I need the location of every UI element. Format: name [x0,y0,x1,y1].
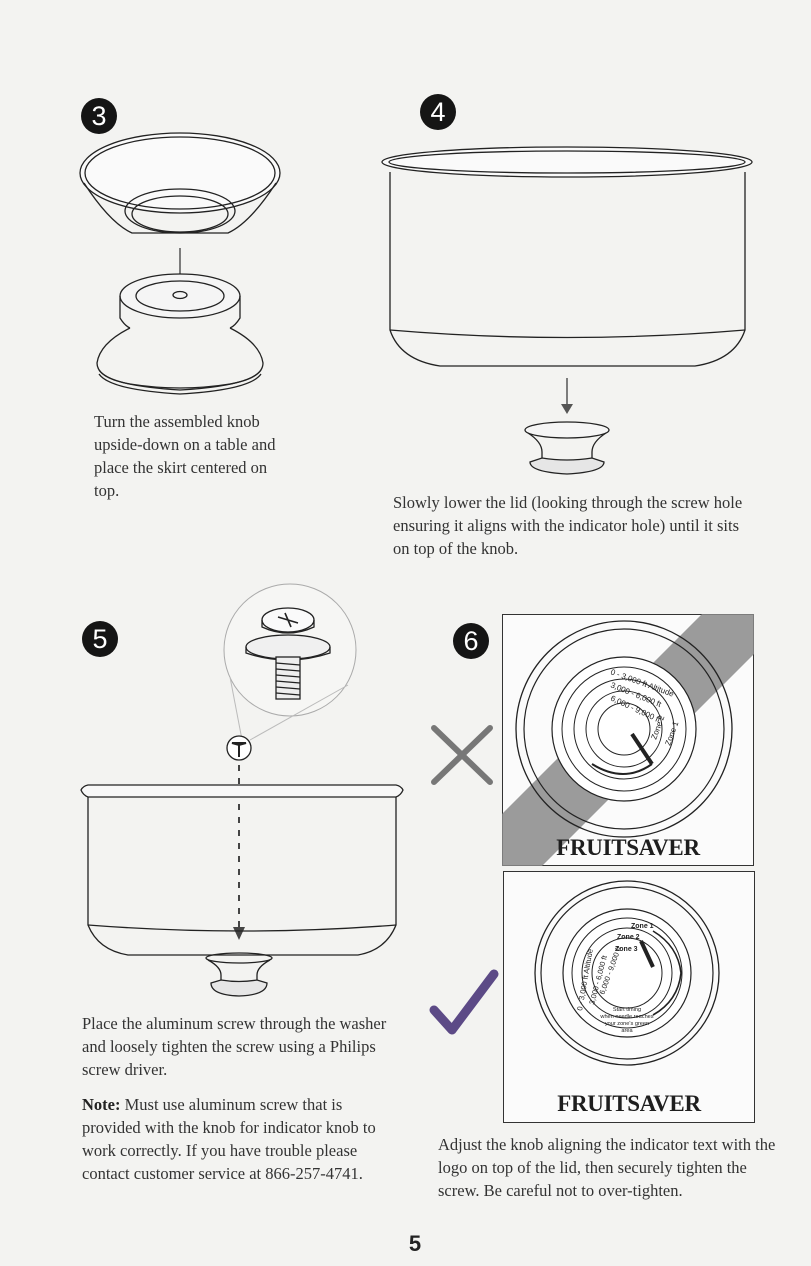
wrong-logo: FRUITSAVER [556,835,700,860]
page-number: 5 [408,1231,422,1256]
step-4-badge: 4 [420,94,456,130]
step-3-badge: 3 [81,98,117,134]
wrong-alignment-panel: 0 - 3,000 ft Altitude 3,000 - 6,000 ft 6… [502,614,754,866]
step-4-caption: Slowly lower the lid (looking through th… [393,491,753,560]
step-5-badge: 5 [82,621,118,657]
note-label: Note: [82,1095,121,1114]
svg-text:Zone 2: Zone 2 [617,934,640,941]
correct-logo: FRUITSAVER [557,1091,701,1116]
step-4-text: Slowly lower the lid (looking through th… [393,493,743,558]
step-5-number: 5 [92,624,108,654]
step-4-number: 4 [430,97,446,127]
note-text: Must use aluminum screw that is provided… [82,1095,376,1183]
lid-lowering-illustration [381,146,753,475]
x-mark-icon [431,725,493,785]
step-5-note: Note: Must use aluminum screw that is pr… [82,1093,397,1185]
step-6-number: 6 [463,626,479,656]
step-3-caption: Turn the assembled knob upside-down on a… [94,410,279,502]
check-mark-icon [429,969,499,1035]
correct-alignment-panel: Zone 1 Zone 2 Zone 3 0 - 3,000 ft Altitu… [503,871,755,1123]
svg-text:Start timing: Start timing [613,1007,641,1013]
step-3-text: Turn the assembled knob upside-down on a… [94,412,276,500]
screw-insertion-illustration [80,583,404,997]
step-5-text: Place the aluminum screw through the was… [82,1014,387,1079]
knob-skirt-illustration [79,132,281,395]
svg-text:when needle reaches: when needle reaches [599,1014,653,1020]
step-6-text: Adjust the knob aligning the indicator t… [438,1135,776,1200]
svg-text:Zone 1: Zone 1 [631,923,654,930]
svg-text:area: area [621,1028,633,1034]
step-6-caption: Adjust the knob aligning the indicator t… [438,1133,788,1202]
step-6-badge: 6 [453,623,489,659]
svg-text:your zone's green: your zone's green [605,1021,649,1027]
svg-text:Zone 3: Zone 3 [615,946,638,953]
step-5-caption: Place the aluminum screw through the was… [82,1012,397,1185]
step-3-number: 3 [91,101,107,131]
